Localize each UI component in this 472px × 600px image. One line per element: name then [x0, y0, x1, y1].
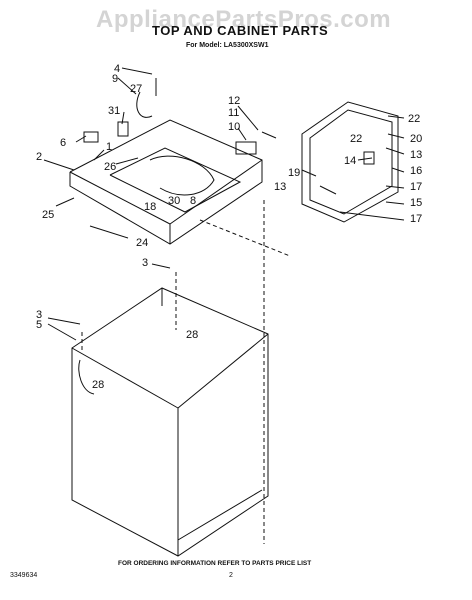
callout-22b: 22 — [350, 133, 362, 145]
callout-3a: 3 — [142, 257, 148, 269]
callout-15: 15 — [410, 197, 422, 209]
callout-2: 2 — [36, 151, 42, 163]
callout-27: 27 — [130, 83, 142, 95]
callout-28a: 28 — [186, 329, 198, 341]
callout-22a: 22 — [408, 113, 420, 125]
callout-26: 26 — [104, 161, 116, 173]
callout-25: 25 — [42, 209, 54, 221]
page-number: 2 — [229, 572, 233, 579]
callout-17a: 17 — [410, 181, 422, 193]
callout-9: 9 — [112, 73, 118, 85]
callout-6: 6 — [60, 137, 66, 149]
callout-13b: 13 — [274, 181, 286, 193]
callout-20: 20 — [410, 133, 422, 145]
callout-30: 30 — [168, 195, 180, 207]
callout-8: 8 — [190, 195, 196, 207]
callout-12: 12 — [228, 95, 240, 107]
hinge-assembly — [235, 131, 277, 155]
callout-5: 5 — [36, 319, 42, 331]
callout-14: 14 — [344, 155, 356, 167]
washer-cabinet — [71, 287, 269, 557]
alignment-lines — [81, 200, 291, 544]
document-number: 3349634 — [10, 572, 38, 579]
control-bracket — [83, 78, 157, 143]
ordering-note: FOR ORDERING INFORMATION REFER TO PARTS … — [118, 560, 312, 567]
callout-11: 11 — [228, 107, 239, 119]
callout-13a: 13 — [410, 149, 422, 161]
callout-4: 4 — [114, 63, 120, 75]
callout-1: 1 — [106, 141, 112, 153]
callout-17b: 17 — [410, 213, 422, 225]
washer-lid — [301, 101, 399, 223]
callout-3b: 3 — [36, 309, 42, 321]
callout-19: 19 — [288, 167, 300, 179]
callout-31: 31 — [108, 105, 120, 117]
model-subtitle: For Model: LA5300XSW1 — [186, 42, 269, 49]
callout-labels: 4 9 27 31 6 1 2 26 25 18 30 8 24 12 11 1… — [36, 63, 422, 391]
leader-lines — [43, 67, 405, 341]
page-title: TOP AND CABINET PARTS — [152, 23, 329, 38]
callout-10: 10 — [228, 121, 240, 133]
watermark-text: AppliancePartsPros.com — [96, 6, 392, 33]
callout-28b: 28 — [92, 379, 104, 391]
callout-16: 16 — [410, 165, 422, 177]
callout-24: 24 — [136, 237, 148, 249]
callout-18: 18 — [144, 201, 156, 213]
washer-top-panel — [69, 119, 263, 245]
